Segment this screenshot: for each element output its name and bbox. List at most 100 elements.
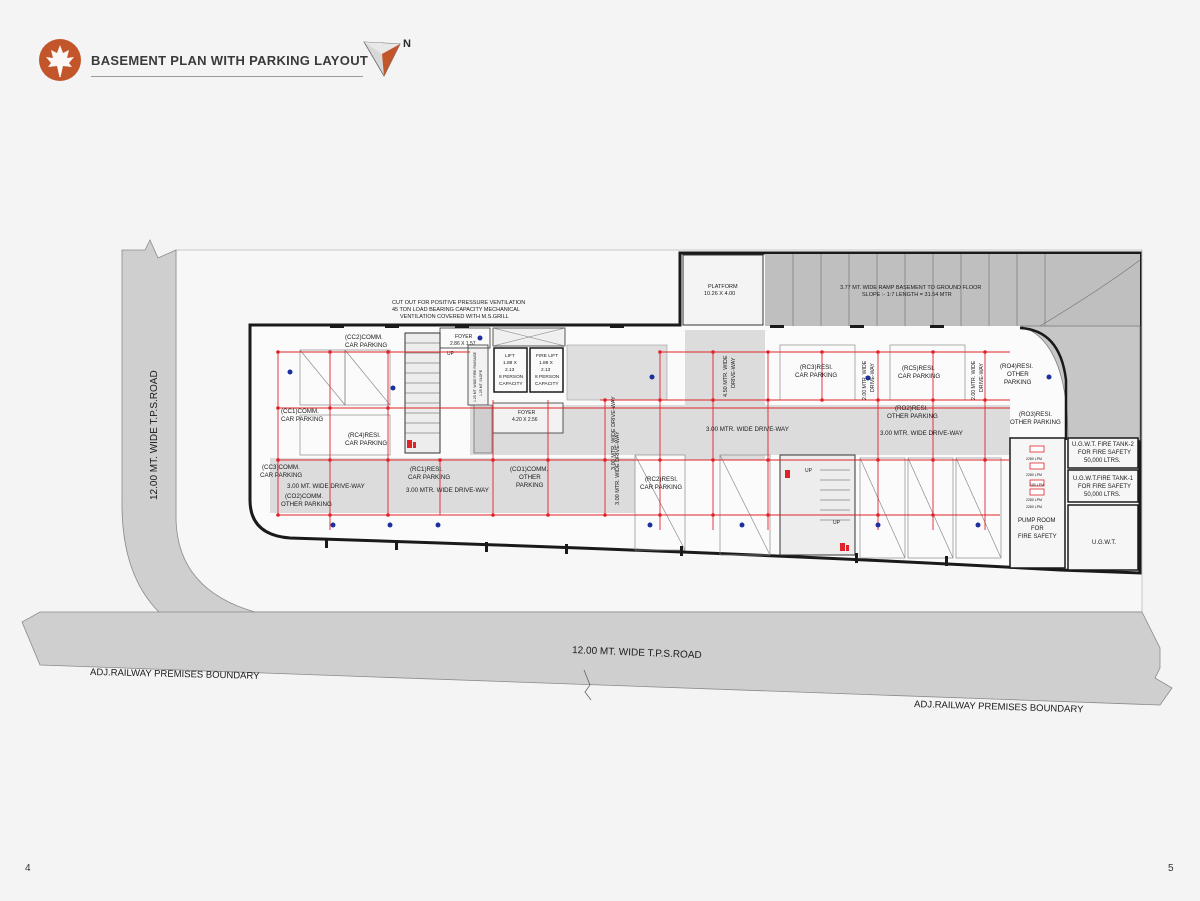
lift-label-0: LIFT: [505, 353, 515, 359]
structural-columns: [325, 325, 948, 566]
fire-passage: [467, 344, 489, 406]
lift-label-4: CAPACITY: [499, 381, 523, 387]
rc3-label-2: CAR PARKING: [795, 372, 837, 379]
rc1-label-1: (RC1)RESI.: [410, 466, 443, 473]
foyer-mid-label-1: FOYER: [518, 410, 536, 416]
tank2-label-2: FOR FIRE SAFETY: [1078, 450, 1131, 456]
drive-200a-label-2: DRIVE-WAY: [870, 363, 876, 392]
pump-room-label-1: PUMP ROOM: [1018, 518, 1056, 524]
cc2-label-2: CAR PARKING: [345, 342, 387, 349]
fire-lift-label-1: 1.88 X: [539, 360, 554, 366]
fire-pumps: [1029, 445, 1045, 496]
drive-450-label-1: 4.50 MTR. WIDE: [723, 355, 729, 397]
ramp: [765, 254, 1140, 326]
foyer-top-label-1: FOYER: [455, 334, 473, 340]
ro2-label-2: OTHER PARKING: [887, 413, 938, 420]
ro4-label-1: (RO4)RESI.: [1000, 363, 1033, 370]
fire-tank-1: [1067, 469, 1139, 503]
cutout-label-1: CUT OUT FOR POSITIVE PRESSURE VENTILATIO…: [392, 300, 525, 306]
pump-room: [1009, 437, 1066, 569]
co2-label-2: OTHER PARKING: [281, 501, 332, 508]
rc1-label-2: CAR PARKING: [408, 474, 450, 481]
horizontal-road-label: 12.00 MT. WIDE T.P.S.ROAD: [572, 645, 702, 661]
rc4-label-1: (RC4)RESI.: [348, 432, 381, 439]
railway-boundary-right: ADJ.RAILWAY PREMISES BOUNDARY: [914, 699, 1084, 715]
ramp-steps: [792, 254, 1046, 326]
lift-label-3: 8 PERSON: [499, 374, 524, 380]
fire-passage-label-1: 1.25 MT. WIDE FIRE PASSAGE: [473, 351, 477, 402]
fire-lift-label-2: 2.13: [541, 367, 551, 373]
stair-up-label-3: UP: [833, 520, 841, 526]
co1-label-1: (CO1)COMM.: [510, 466, 548, 473]
foyer-mid-label-2: 4.20 X 2.56: [512, 417, 538, 423]
maple-leaf-icon: [39, 39, 81, 81]
tank2-label-3: 50,000 LTRS.: [1084, 458, 1121, 464]
drive-200b-label-1: 2.00 MTR. WIDE: [971, 360, 977, 400]
co1-label-2: OTHER: [519, 474, 541, 481]
ro3-label-1: (RO3)RESI.: [1019, 411, 1052, 418]
rc2-label-2: CAR PARKING: [640, 484, 682, 491]
drive-right-label: 3.00 MTR. WIDE DRIVE-WAY: [880, 430, 963, 437]
ventilation-fans: [287, 335, 1052, 528]
pump-lpm-1: 2280 LPM: [1026, 457, 1042, 461]
rc4-label-2: CAR PARKING: [345, 440, 387, 447]
rc3-label-1: (RC3)RESI.: [800, 364, 833, 371]
tank1-label-3: 50,000 LTRS.: [1084, 492, 1121, 498]
title-underline: [91, 76, 363, 77]
red-grid-nodes: [276, 350, 987, 517]
stair-up-label-1: UP: [447, 351, 455, 357]
rc5-label-1: (RC5)RESI.: [902, 365, 935, 372]
drive-200b-label-2: DRIVE-WAY: [979, 363, 985, 392]
tank1-label-2: FOR FIRE SAFETY: [1078, 484, 1131, 490]
cutout-label-2: 45 TON LOAD BEARING CAPACITY MECHANICAL: [392, 307, 520, 313]
fire-lift-label-3: 8 PERSON: [535, 374, 560, 380]
ugwt-room: [1067, 504, 1139, 571]
red-grid: [277, 351, 1010, 530]
fire-lift: [529, 347, 564, 393]
railway-boundary-break: [583, 669, 592, 701]
fire-passage-ramp: [473, 404, 493, 454]
fire-extinguisher-icon: [407, 440, 849, 551]
ramp-curve-arc: [1039, 259, 1141, 327]
north-arrow-icon: [363, 41, 401, 77]
fire-lift-label-0: FIRE LIFT: [536, 353, 558, 359]
page-number-right: 5: [1168, 863, 1174, 874]
cutout-label-3: VENTILATION COVERED WITH M.S.GRILL: [400, 314, 509, 320]
north-label: N: [403, 38, 411, 50]
page-title: BASEMENT PLAN WITH PARKING LAYOUT: [91, 53, 369, 68]
ro4-label-2: OTHER: [1007, 371, 1029, 378]
ramp-outer-wall: [1019, 326, 1068, 440]
page-number-left: 4: [25, 863, 31, 874]
page-header: BASEMENT PLAN WITH PARKING LAYOUT: [38, 38, 438, 88]
fire-passage-label-2: 1.25 MT. SLOPE: [479, 369, 483, 396]
fire-tank-2: [1067, 437, 1139, 469]
drive-center-label: 3.00 MTR. WIDE DRIVE-WAY: [706, 426, 789, 433]
driveway-bottom: [270, 458, 635, 513]
ugwt-label: U.G.W.T.: [1092, 540, 1116, 546]
stair-treads-left: [405, 342, 440, 434]
ramp-label-1: 3.77 MT. WIDE RAMP BASEMENT TO GROUND FL…: [840, 285, 981, 291]
cc3-label-2: CAR PARKING: [260, 472, 302, 479]
pump-lpm-5: 2280 LPM: [1026, 505, 1042, 509]
platform-label-1: PLATFORM: [708, 284, 738, 290]
drive-vert-left-label: 3.00 MTR. WIDE DRIVE-WAY: [615, 431, 621, 505]
lift: [493, 347, 528, 393]
ro2-label-1: (RO2)RESI.: [895, 405, 928, 412]
railway-boundary-left: ADJ.RAILWAY PREMISES BOUNDARY: [90, 667, 260, 682]
drive-200a-label-1: 2.00 MTR. WIDE: [862, 360, 868, 400]
stair-treads-right: [820, 469, 850, 521]
pump-lpm-2: 2280 LPM: [1026, 473, 1042, 477]
vertical-road-label: 12.00 MT. WIDE T.P.S.ROAD: [149, 370, 160, 500]
stair-up-label-2: UP: [805, 468, 813, 474]
pump-room-label-2: FOR: [1031, 526, 1044, 532]
horizontal-road: [21, 611, 1173, 706]
foyer-top-label-2: 2.86 X 1.57: [450, 341, 476, 347]
platform: [682, 254, 764, 326]
lift-label-1: 1.88 X: [503, 360, 518, 366]
stair-core-right: [779, 454, 856, 556]
pump-lpm-4: 2280 LPM: [1026, 498, 1042, 502]
pump-lpm-3: 180 LPM: [1030, 483, 1044, 487]
cc3-label-1: (CC3)COMM.: [262, 464, 300, 471]
ramp-label-2: SLOPE :- 1:7 LENGTH = 31.54 MTR: [862, 292, 952, 298]
cc1-label-2: CAR PARKING: [281, 416, 323, 423]
